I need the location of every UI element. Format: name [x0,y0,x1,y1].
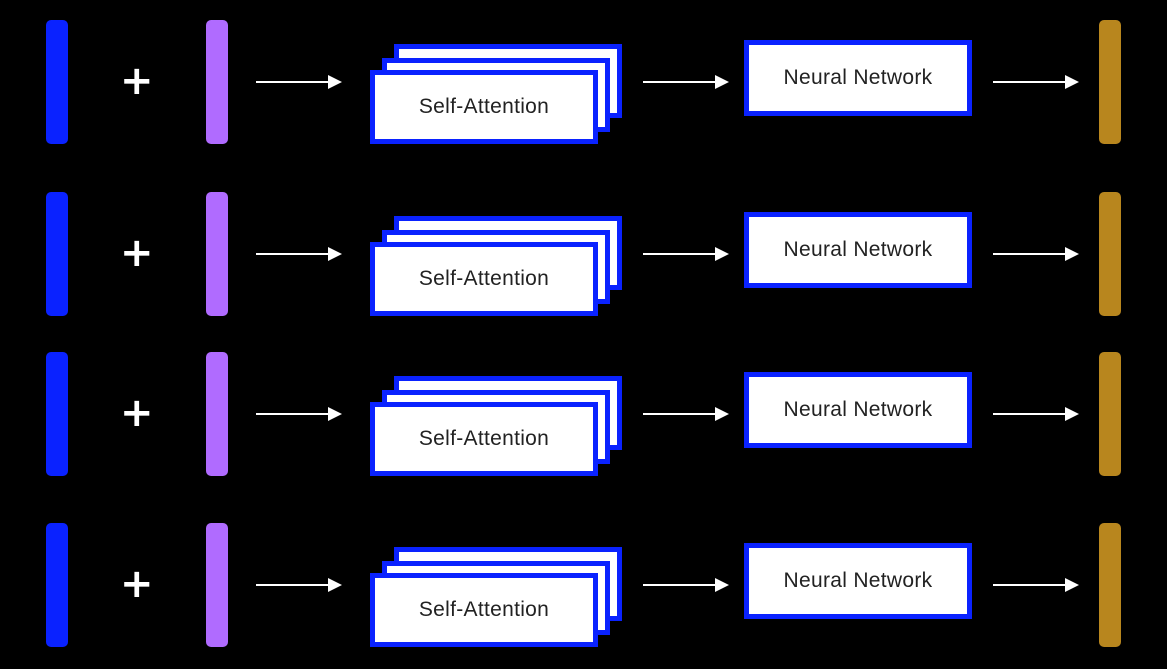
positional-encoding-vector [206,523,228,647]
arrow-to-self-attention [256,578,342,592]
arrow-to-output [993,247,1079,261]
plus-sign: + [120,230,154,276]
arrow-to-output [993,75,1079,89]
self-attention-box: Self-Attention [370,402,598,476]
arrow-to-neural-network [643,75,729,89]
positional-encoding-vector [206,192,228,316]
plus-sign: + [120,58,154,104]
self-attention-stack: Self-Attention [370,376,622,478]
self-attention-stack: Self-Attention [370,44,622,146]
plus-sign: + [120,390,154,436]
pipeline-row-3: + Self-Attention Neural Network [0,352,1167,478]
positional-encoding-vector [206,352,228,476]
embedding-vector [46,192,68,316]
embedding-vector [46,523,68,647]
self-attention-stack: Self-Attention [370,547,622,649]
output-vector [1099,20,1121,144]
pipeline-row-1: + Self-Attention Neural Network [0,20,1167,146]
arrow-to-neural-network [643,407,729,421]
arrow-to-output [993,407,1079,421]
neural-network-box: Neural Network [744,212,972,288]
self-attention-box: Self-Attention [370,70,598,144]
output-vector [1099,352,1121,476]
arrow-to-self-attention [256,75,342,89]
pipeline-row-4: + Self-Attention Neural Network [0,523,1167,649]
positional-encoding-vector [206,20,228,144]
embedding-vector [46,20,68,144]
self-attention-box: Self-Attention [370,242,598,316]
output-vector [1099,192,1121,316]
output-vector [1099,523,1121,647]
neural-network-box: Neural Network [744,543,972,619]
embedding-vector [46,352,68,476]
neural-network-box: Neural Network [744,40,972,116]
arrow-to-self-attention [256,247,342,261]
arrow-to-self-attention [256,407,342,421]
plus-sign: + [120,561,154,607]
arrow-to-neural-network [643,247,729,261]
arrow-to-neural-network [643,578,729,592]
neural-network-box: Neural Network [744,372,972,448]
arrow-to-output [993,578,1079,592]
pipeline-row-2: + Self-Attention Neural Network [0,192,1167,318]
self-attention-stack: Self-Attention [370,216,622,318]
self-attention-box: Self-Attention [370,573,598,647]
